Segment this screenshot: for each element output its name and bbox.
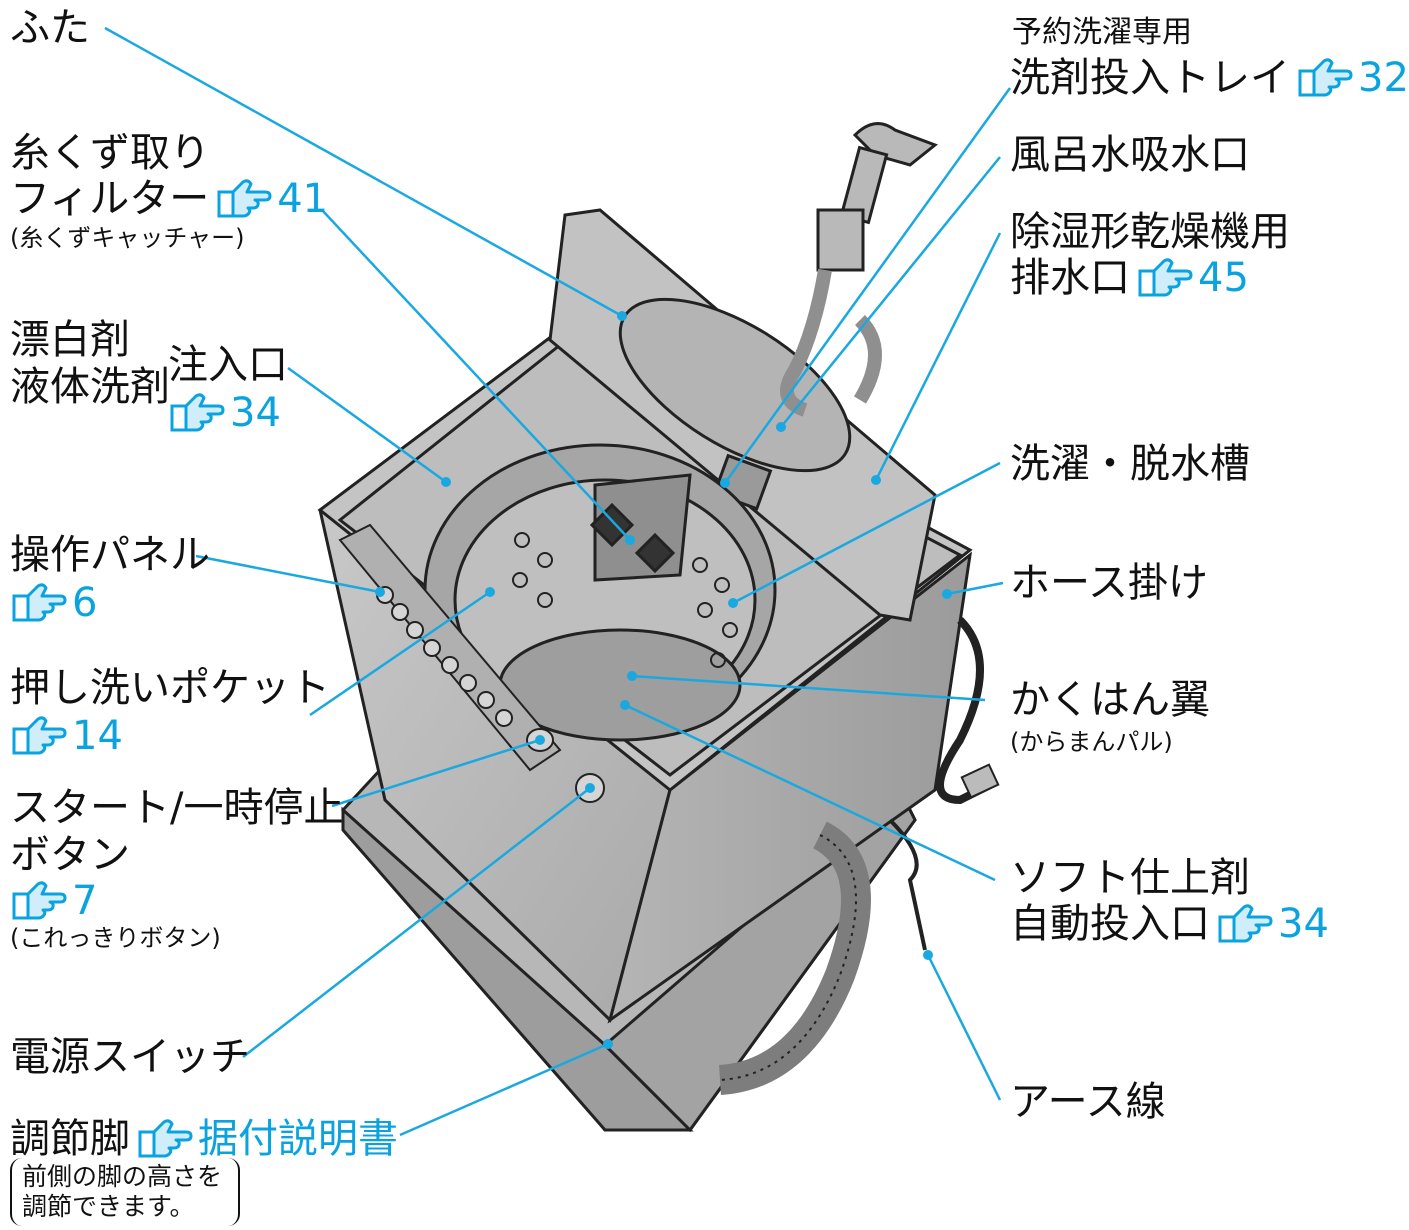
feet-note-box: 前側の脚の高さを 調節できます。 — [10, 1158, 240, 1226]
pointing-hand-icon — [1216, 903, 1273, 945]
tray-row: 洗剤投入トレイ 32 — [1010, 57, 1409, 99]
pointing-hand-icon — [215, 178, 272, 220]
control-panel-label: 操作パネル — [10, 532, 210, 578]
drain-row: 排水口 45 — [1010, 257, 1249, 299]
bath-water-inlet-label: 風呂水吸水口 — [1010, 132, 1250, 178]
leader-lines — [104, 26, 1012, 1137]
drain-outlet-label: 排水口 — [1010, 255, 1130, 301]
inlet-ref-row: 34 — [168, 392, 281, 434]
tray-page-ref[interactable]: 32 — [1358, 55, 1409, 101]
lint-filter-label-row: フィルター 41 — [10, 178, 328, 220]
softener-row: 自動投入口 34 — [1010, 903, 1329, 945]
start-page-ref[interactable]: 7 — [72, 878, 98, 924]
liquid-detergent-label: 液体洗剤 — [10, 364, 170, 410]
start-ref-row: 7 — [10, 880, 97, 922]
inlet-label: 注入口 — [168, 342, 288, 388]
lint-filter-label-2: フィルター — [10, 176, 210, 222]
pointing-hand-icon — [1296, 57, 1353, 99]
reserve-wash-label: 予約洗濯専用 — [1012, 15, 1192, 50]
start-pause-label: スタート/一時停止 — [10, 785, 344, 831]
earth-wire-label: アース線 — [1010, 1079, 1166, 1125]
pointing-hand-icon — [10, 582, 67, 624]
pointing-hand-icon — [10, 880, 67, 922]
power-switch-label: 電源スイッチ — [10, 1034, 250, 1080]
panel-page-ref[interactable]: 6 — [72, 580, 98, 626]
adjustable-feet-label: 調節脚 — [10, 1116, 130, 1162]
faucet-and-hoses — [780, 122, 938, 417]
detergent-tray-label: 洗剤投入トレイ — [1010, 55, 1290, 101]
power-plug — [960, 763, 1000, 799]
power-cord — [936, 617, 992, 805]
feet-note-line-2: 調節できます。 — [22, 1192, 195, 1221]
pocket-ref-row: 14 — [10, 715, 123, 757]
pointing-hand-icon — [10, 715, 67, 757]
drain-page-ref[interactable]: 45 — [1198, 255, 1249, 301]
lint-filter-page-ref[interactable]: 41 — [277, 176, 329, 222]
agitator-note: (からまんパル) — [1010, 728, 1173, 756]
softener-inlet-label: 自動投入口 — [1010, 901, 1210, 947]
softener-label: ソフト仕上剤 — [1010, 855, 1250, 901]
pocket-page-ref[interactable]: 14 — [72, 713, 123, 759]
feet-note-line-1: 前側の脚の高さを — [22, 1162, 223, 1191]
press-wash-pocket-label: 押し洗いポケット — [10, 665, 330, 711]
softener-page-ref[interactable]: 34 — [1278, 901, 1329, 947]
lint-filter-label: 糸くず取り — [10, 130, 210, 176]
control-panel — [338, 523, 605, 803]
feet-row: 調節脚 据付説明書 — [10, 1118, 398, 1160]
lid-label: ふた — [10, 5, 90, 51]
pointing-hand-icon — [1136, 257, 1193, 299]
wash-tub-label: 洗濯・脱水槽 — [1010, 441, 1250, 487]
earth-wire — [888, 818, 927, 951]
drain-hose — [718, 821, 871, 1095]
start-pause-label-2: ボタン — [10, 832, 130, 878]
installation-manual-ref[interactable]: 据付説明書 — [198, 1116, 398, 1162]
pointing-hand-icon — [168, 392, 225, 434]
start-pause-note: (これっきりボタン) — [10, 924, 221, 952]
bleach-label: 漂白剤 — [10, 317, 130, 363]
hose-hook-label: ホース掛け — [1010, 560, 1208, 606]
dryer-drain-label: 除湿形乾燥機用 — [1010, 209, 1290, 255]
lint-filter-note: (糸くずキャッチャー) — [10, 224, 245, 252]
agitator-label: かくはん翼 — [1010, 677, 1210, 723]
pointing-hand-icon — [136, 1118, 193, 1160]
lid — [548, 208, 937, 622]
panel-ref-row: 6 — [10, 582, 97, 624]
leader-dots — [375, 311, 952, 1049]
inlet-page-ref[interactable]: 34 — [230, 390, 281, 436]
